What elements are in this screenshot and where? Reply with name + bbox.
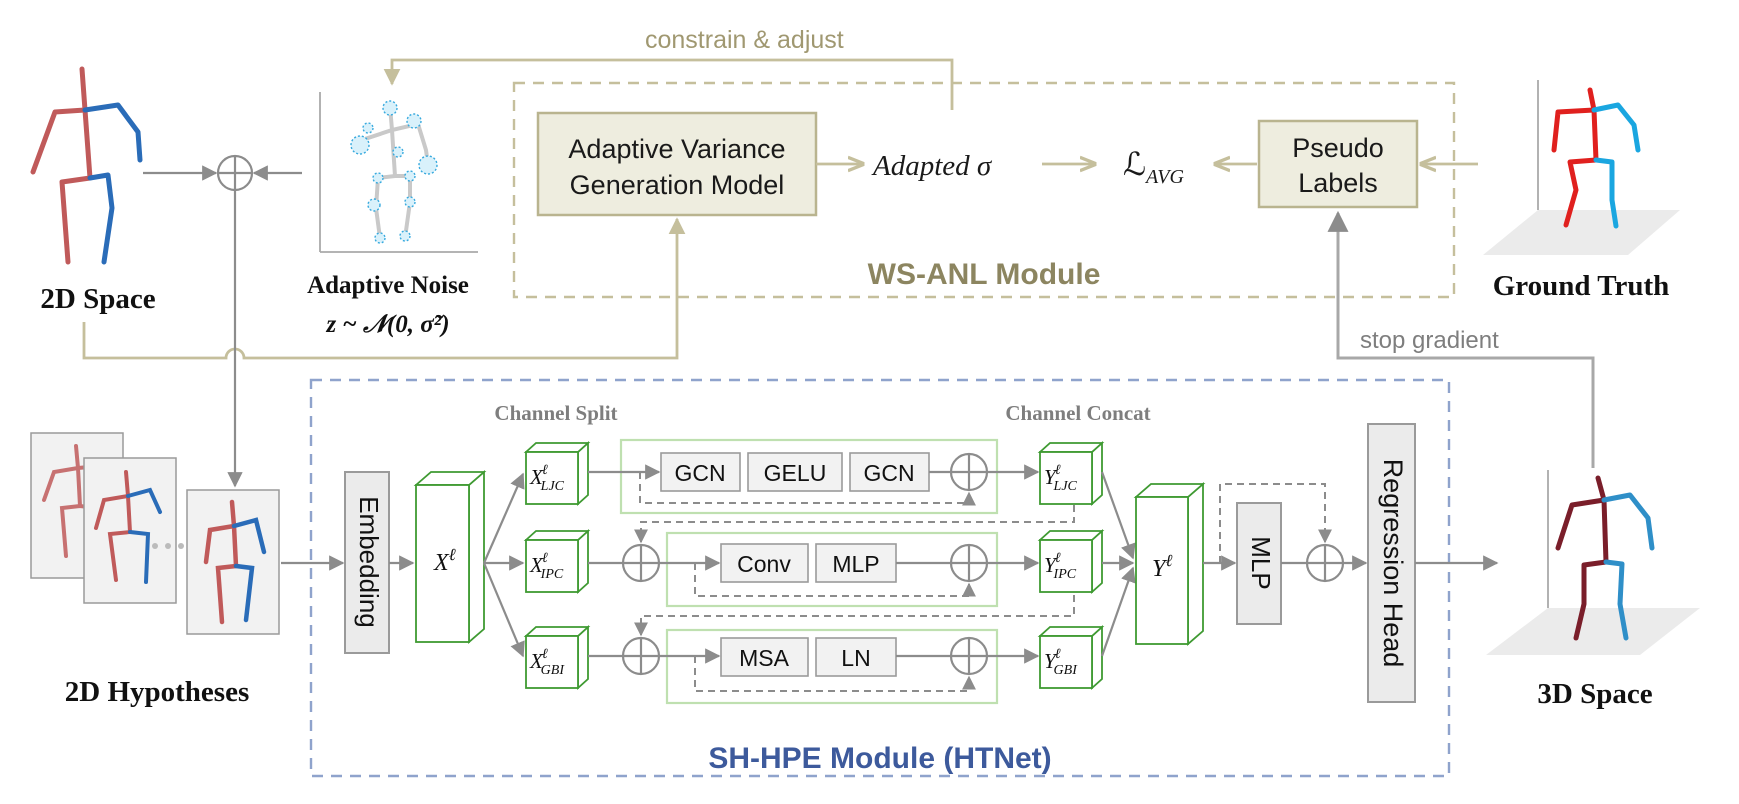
channel-split-label: Channel Split (494, 401, 617, 425)
gelu-box: GELU (747, 452, 843, 492)
skeleton-3d-space (1486, 470, 1700, 655)
ljc-block-frame (619, 438, 999, 515)
arrow-split-gbi (482, 562, 525, 658)
stop-gradient-label: stop gradient (1360, 327, 1499, 354)
arrow-concat-ljc (1100, 471, 1136, 560)
ipc-input-plus-icon (621, 543, 661, 583)
conv-box: Conv (720, 543, 809, 583)
svg-text:GELU: GELU (764, 460, 827, 486)
gbi-block-frame (665, 628, 999, 705)
wsanl-module-label: WS-ANL Module (868, 258, 1101, 291)
skeleton-2d-space (30, 66, 143, 265)
pseudo-labels-box: Pseudo Labels (1257, 119, 1419, 209)
gbi-residual-dash (694, 656, 976, 692)
pseudo-line1: Pseudo (1292, 133, 1384, 163)
svg-text:Yℓ: Yℓ (1152, 551, 1172, 582)
ljc-residual-dash (639, 472, 976, 506)
hypotheses-2d-label: 2D Hypotheses (65, 676, 249, 708)
msa-box: MSA (720, 637, 809, 677)
gbi-residual-plus-icon (949, 636, 989, 676)
loss-avg-label: ℒAVG (1123, 146, 1184, 188)
ipc-residual-dash (694, 563, 976, 597)
svg-text:MSA: MSA (739, 645, 790, 671)
ipc-residual-plus-icon (949, 543, 989, 583)
adaptive-noise-plot (319, 92, 478, 253)
pseudo-line2: Labels (1298, 168, 1378, 198)
xl-label: Xℓ (433, 545, 456, 576)
gcn1-box: GCN (660, 452, 741, 492)
space-2d-label: 2D Space (40, 283, 155, 315)
arrow-split-ljc (482, 472, 525, 564)
svg-text:MLP: MLP (832, 551, 879, 577)
space-3d-label: 3D Space (1537, 678, 1652, 710)
gcn2-box: GCN (849, 452, 930, 492)
wsanl-module-frame (512, 81, 1456, 299)
constrain-adjust-arrow (383, 58, 954, 110)
adapted-sigma-label: Adapted σ (871, 150, 993, 182)
ljc-residual-plus-icon (949, 452, 989, 492)
adaptive-variance-line2: Generation Model (570, 170, 785, 200)
noise-formula-label: z ~ 𝒩(0, σ̃²) (325, 311, 449, 338)
regression-head-block: Regression Head (1367, 423, 1416, 703)
ipc-block-frame (665, 531, 999, 608)
mlp-label: MLP (1246, 536, 1276, 589)
adaptive-variance-model-box: Adaptive Variance Generation Model (536, 111, 818, 217)
constrain-adjust-label: constrain & adjust (645, 26, 844, 54)
regression-head-label: Regression Head (1378, 459, 1408, 668)
adaptive-variance-line1: Adaptive Variance (568, 134, 785, 164)
yl-tensor: Yℓ (1133, 482, 1206, 646)
mlp-residual-plus-icon (1305, 543, 1345, 583)
stop-gradient-arrow (1327, 210, 1595, 468)
ljc-to-ipc-dash (634, 505, 1075, 544)
adaptive-noise-label: Adaptive Noise (307, 272, 469, 299)
shhpe-module-frame (309, 378, 1451, 778)
embedding-block: Embedding (344, 471, 390, 654)
mlp-block: MLP (1236, 502, 1282, 625)
shhpe-module-label: SH-HPE Module (HTNet) (708, 742, 1051, 775)
mlp-residual-dash (1219, 483, 1332, 563)
noise-add-plus-icon (216, 154, 254, 192)
svg-text:LN: LN (841, 645, 870, 671)
ln-box: LN (815, 637, 897, 677)
arrow-concat-gbi (1100, 566, 1136, 657)
svg-text:Conv: Conv (737, 551, 791, 577)
xl-tensor: Xℓ (413, 470, 487, 644)
svg-text:GCN: GCN (674, 460, 725, 486)
hypotheses-stack (30, 432, 280, 635)
channel-concat-label: Channel Concat (1005, 401, 1150, 425)
mlp-inner-box: MLP (815, 543, 897, 583)
ground-truth-label: Ground Truth (1493, 270, 1670, 302)
embedding-label: Embedding (354, 496, 384, 628)
svg-text:GCN: GCN (863, 460, 914, 486)
gbi-input-plus-icon (621, 636, 661, 676)
skeleton-ground-truth (1483, 80, 1680, 255)
